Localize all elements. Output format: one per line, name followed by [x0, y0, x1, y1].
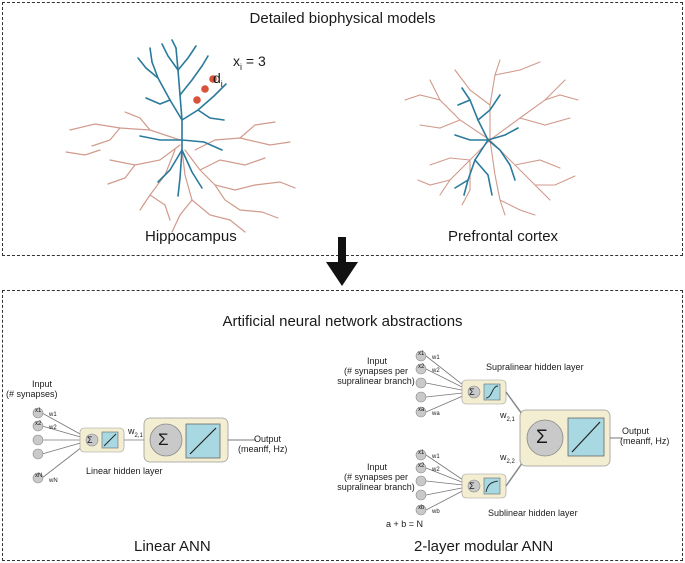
- modular-top-x1: x1: [418, 351, 425, 357]
- biophysical-models-title: Detailed biophysical models: [249, 10, 436, 27]
- modular-weight-w21: w2,1: [500, 410, 515, 423]
- synapse-markers: [193, 75, 217, 104]
- linear-weight-wN: wN: [49, 478, 58, 484]
- linear-weight-w21: w2,1: [128, 426, 143, 439]
- linear-ann-caption: Linear ANN: [134, 538, 211, 555]
- linear-hidden-layer-label: Linear hidden layer: [86, 466, 163, 476]
- modular-output-label: Output: [622, 426, 650, 436]
- linear-weight-w2: w2: [49, 425, 57, 431]
- linear-ann-diagram: [32, 407, 256, 484]
- modular-input-bottom-sublabel-1: (# synapses per: [343, 472, 409, 482]
- modular-input-nodes: [415, 350, 427, 516]
- modular-output-sigma: Σ: [536, 427, 548, 448]
- linear-input-xN: xN: [35, 473, 43, 479]
- linear-input-nodes: [32, 407, 44, 484]
- modular-bottom-xb: xb: [418, 505, 425, 511]
- modular-output-sublabel: (meanff, Hz): [620, 436, 670, 446]
- linear-output-sigma: Σ: [158, 430, 169, 449]
- supra-sigma: Σ: [469, 387, 475, 397]
- modular-bottom-w2: w2: [432, 467, 440, 473]
- modular-input-top-sublabel-1: (# synapses per: [343, 366, 409, 376]
- sublinear-layer-label: Sublinear hidden layer: [488, 508, 578, 518]
- modular-bottom-wb: wb: [432, 509, 440, 515]
- ann-abstractions-panel: [2, 290, 683, 561]
- modular-top-x2: x2: [418, 364, 425, 370]
- supralinear-layer-label: Supralinear hidden layer: [486, 362, 584, 372]
- modular-weight-w22: w2,2: [500, 452, 515, 465]
- down-arrow-icon: [326, 237, 358, 286]
- modular-ann-diagram: [415, 350, 622, 516]
- modular-input-top-sublabel-2: supralinear branch): [337, 376, 415, 386]
- annotation-di: di: [213, 70, 223, 89]
- modular-top-w2: w2: [432, 368, 440, 374]
- linear-input-sublabel: (# synapses): [6, 389, 58, 399]
- sub-sigma: Σ: [469, 481, 475, 491]
- annotation-xi: xi = 3: [233, 53, 266, 72]
- linear-input-label: Input: [31, 379, 53, 389]
- linear-output-label: Output: [254, 434, 282, 444]
- modular-top-xa: xa: [418, 407, 425, 413]
- hippocampus-caption: Hippocampus: [145, 228, 237, 245]
- constraint-label: a + b = N: [386, 519, 424, 529]
- linear-input-x2: x2: [35, 421, 42, 427]
- modular-top-w1: w1: [432, 355, 440, 361]
- modular-input-bottom-sublabel-2: supralinear branch): [337, 482, 415, 492]
- modular-bottom-x1: x1: [418, 450, 425, 456]
- modular-top-wa: wa: [432, 411, 440, 417]
- hippocampus-neuron: [65, 39, 296, 233]
- modular-bottom-w1: w1: [432, 454, 440, 460]
- prefrontal-neuron: [404, 59, 579, 216]
- modular-input-top-label: Input: [366, 356, 388, 366]
- linear-hidden-sigma: Σ: [87, 435, 93, 445]
- modular-ann-caption: 2-layer modular ANN: [414, 538, 554, 555]
- modular-bottom-x2: x2: [418, 463, 425, 469]
- ann-abstractions-title: Artificial neural network abstractions: [222, 313, 463, 330]
- linear-weight-w1: w1: [49, 412, 57, 418]
- linear-input-x1: x1: [35, 408, 42, 414]
- modular-input-bottom-label: Input: [366, 462, 388, 472]
- prefrontal-cortex-caption: Prefrontal cortex: [448, 228, 559, 245]
- linear-output-sublabel: (meanff, Hz): [238, 444, 288, 454]
